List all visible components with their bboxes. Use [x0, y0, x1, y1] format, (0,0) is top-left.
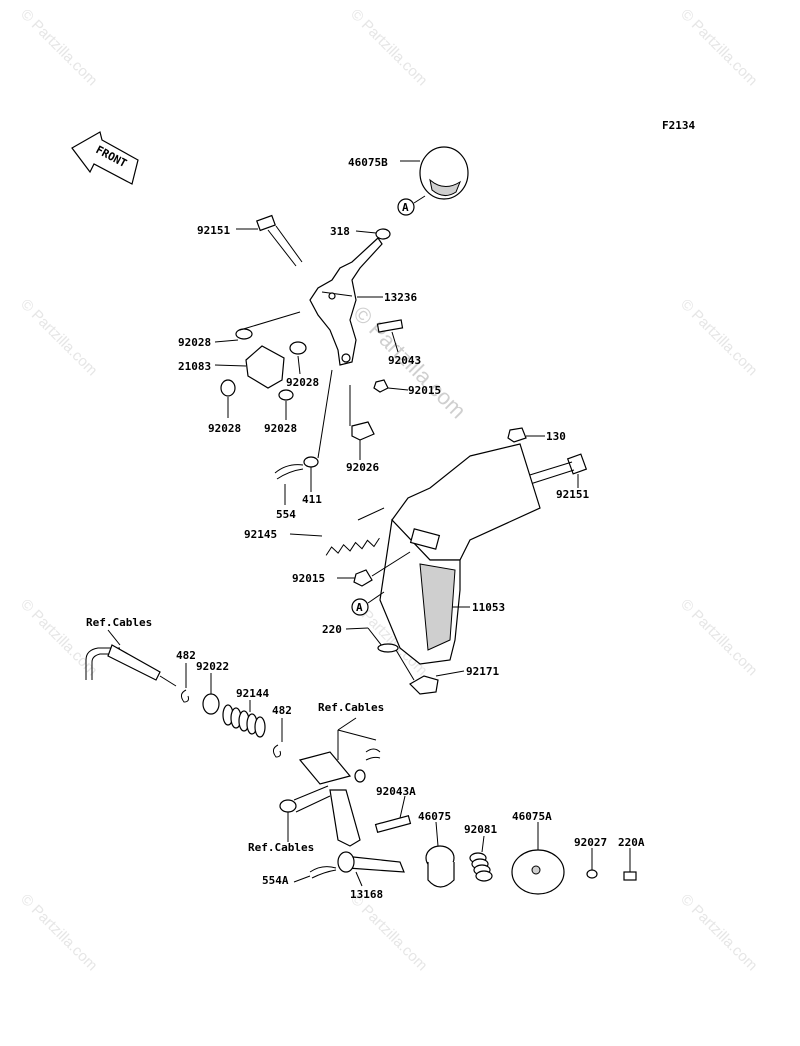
- cotter-pin-part: [309, 866, 337, 879]
- e-clip-part: [272, 744, 281, 758]
- callout-46075: 46075: [418, 810, 451, 823]
- spring-part: [469, 852, 493, 882]
- callout-411: 411: [302, 493, 322, 506]
- callout-92171: 92171: [466, 665, 499, 678]
- reference-circle: [397, 198, 415, 216]
- reference-a-mid: A: [356, 601, 363, 614]
- figure-code: F2134: [662, 119, 695, 132]
- pin-part: [374, 815, 412, 833]
- callout-318: 318: [330, 225, 350, 238]
- knob-part: [419, 146, 469, 200]
- spring-part: [325, 537, 380, 556]
- front-arrow-icon: FRONT: [71, 131, 139, 185]
- bracket-part: [220, 328, 307, 401]
- cap-part: [511, 849, 565, 895]
- watermark: © Partzilla.com: [17, 596, 100, 679]
- callout-130: 130: [546, 430, 566, 443]
- callout-refcables-mid: Ref.Cables: [318, 701, 384, 714]
- pivot-pin-part: [279, 785, 331, 813]
- reference-a-top: A: [402, 201, 409, 214]
- screw-part: [367, 627, 383, 647]
- callout-13168: 13168: [350, 888, 383, 901]
- shift-lever-part: [309, 237, 383, 366]
- watermark: © Partzilla.com: [17, 296, 100, 379]
- callout-92015-top: 92015: [408, 384, 441, 397]
- spring-part: [222, 704, 266, 738]
- callout-92028-a: 92028: [178, 336, 211, 349]
- callout-220: 220: [322, 623, 342, 636]
- callout-92151-top: 92151: [197, 224, 230, 237]
- watermark: © Partzilla.com: [347, 6, 430, 89]
- callout-46075A: 46075A: [512, 810, 552, 823]
- watermark: © Partzilla.com: [677, 6, 760, 89]
- callout-92081: 92081: [464, 823, 497, 836]
- nut-part: [375, 228, 391, 240]
- callout-92151-right: 92151: [556, 488, 589, 501]
- nut-part: [373, 379, 389, 393]
- nut-part: [353, 569, 373, 587]
- bolt-part: [519, 453, 588, 487]
- callout-92026: 92026: [346, 461, 379, 474]
- callout-46075B: 46075B: [348, 156, 388, 169]
- callout-refcables-left: Ref.Cables: [86, 616, 152, 629]
- watermark: © Partzilla.com: [17, 891, 100, 974]
- callout-92028-d: 92028: [264, 422, 297, 435]
- callout-21083: 21083: [178, 360, 211, 373]
- callout-13236: 13236: [384, 291, 417, 304]
- collar-part: [586, 869, 598, 879]
- cotter-pin-part: [274, 464, 304, 480]
- callout-11053: 11053: [472, 601, 505, 614]
- callout-554: 554: [276, 508, 296, 521]
- shaft-lever-part: [329, 789, 405, 873]
- callout-92043: 92043: [388, 354, 421, 367]
- callout-refcables-bottom: Ref.Cables: [248, 841, 314, 854]
- callout-220A: 220A: [618, 836, 645, 849]
- bolt-part: [256, 214, 303, 267]
- washer-part: [303, 456, 319, 468]
- clip-part: [409, 675, 439, 695]
- e-clip-part: [180, 689, 189, 703]
- clevis-part: [298, 748, 381, 785]
- callout-482-b: 482: [272, 704, 292, 717]
- callout-92145: 92145: [244, 528, 277, 541]
- knob-part: [425, 845, 455, 888]
- washer-part: [202, 693, 220, 715]
- callout-554A: 554A: [262, 874, 289, 887]
- main-bracket-part: [379, 443, 541, 665]
- watermark: © Partzilla.com: [17, 6, 100, 89]
- callout-labels: 46075B 318 92151 13236 92028 92043 21083…: [86, 156, 645, 901]
- bolt-part: [507, 427, 527, 443]
- callout-92015-mid: 92015: [292, 572, 325, 585]
- callout-92027: 92027: [574, 836, 607, 849]
- callout-92028-c: 92028: [208, 422, 241, 435]
- watermark: © Partzilla.com: [677, 891, 760, 974]
- watermark: © Partzilla.com: [677, 596, 760, 679]
- watermark: © Partzilla.com: [677, 296, 760, 379]
- callout-92028-b: 92028: [286, 376, 319, 389]
- callout-92043A: 92043A: [376, 785, 416, 798]
- callout-92144: 92144: [236, 687, 269, 700]
- screw-part: [623, 871, 637, 881]
- cable-part: [85, 644, 177, 687]
- pin-part: [376, 319, 404, 333]
- reference-circle: [351, 598, 369, 616]
- callout-92022: 92022: [196, 660, 229, 673]
- clamp-part: [351, 421, 375, 441]
- callout-482-a: 482: [176, 649, 196, 662]
- watermark: © Partzilla.com: [347, 891, 430, 974]
